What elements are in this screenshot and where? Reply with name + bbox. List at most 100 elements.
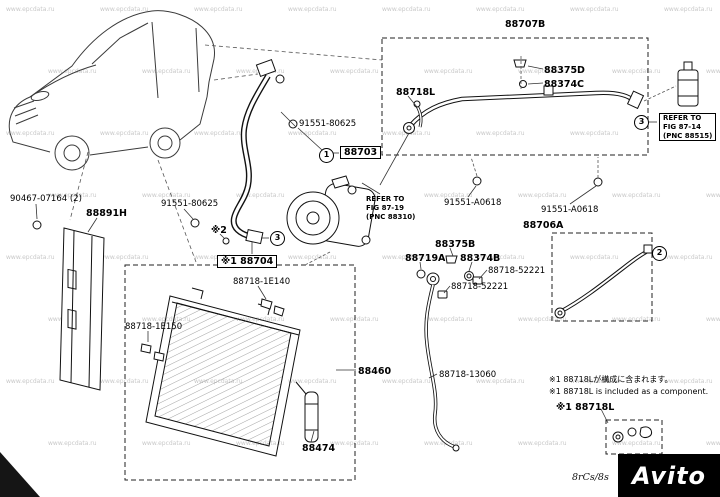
part-label-88375d: 88375D [544,65,585,76]
part-label-88375b: 88375B [435,239,476,250]
bolt-91551-icon [190,218,200,228]
watermark-text: www.epcdata.ru [612,192,661,199]
watermark-text: www.epcdata.ru [476,130,525,137]
watermark-text: www.epcdata.ru [518,316,567,323]
part-label-88719a: 88719A [405,253,446,264]
box-88706a [551,232,653,322]
bolt-90467-icon [32,220,42,230]
pipe-assembly-top [403,85,645,134]
stud-icon [222,237,230,245]
part-label-88891h: 88891H [86,208,128,219]
part-label-88703: 88703 [340,146,382,160]
watermark-text: www.epcdata.ru [382,6,431,13]
watermark-text: www.epcdata.ru [48,440,97,447]
callout-3: 3 [634,115,649,130]
watermark-text: www.epcdata.ru [476,378,525,385]
part-label-88718-13060: 88718-13060 [439,370,497,380]
part-label-91551-a0618: 91551-A0618 [444,198,502,208]
small-part-icons [32,59,653,443]
receiver-drier-88474 [304,391,319,443]
part-label-91551-a0618: 91551-A0618 [541,205,599,215]
clip-88375d-icon [513,59,527,68]
bolt-a0618-icon [593,177,603,187]
watermark-text: www.epcdata.ru [612,316,661,323]
watermark-text: www.epcdata.ru [330,316,379,323]
watermark-text: www.epcdata.ru [288,6,337,13]
watermark-text: www.epcdata.ru [664,6,713,13]
hose-88703-drawing [230,58,285,245]
watermark-text: www.epcdata.ru [6,378,55,385]
watermark-text: www.epcdata.ru [476,254,525,261]
car-dash-leaders [69,44,383,263]
watermark-text: www.epcdata.ru [142,192,191,199]
diagram-code: 8rCs/8s [572,472,609,483]
watermark-text: www.epcdata.ru [570,378,619,385]
watermark-text: www.epcdata.ru [142,440,191,447]
watermark-text: www.epcdata.ru [706,68,720,75]
part-label-91551-80625: 91551-80625 [161,199,219,209]
watermark-text: www.epcdata.ru [142,68,191,75]
callout-3: 3 [270,231,285,246]
marker-note-2: ※2 [211,225,227,236]
part-label-88718l-note: ※1 88718L [556,402,615,413]
watermark-text: www.epcdata.ru [424,316,473,323]
watermark-text: www.epcdata.ru [612,440,661,447]
callout-1: 1 [319,148,334,163]
watermark-text: www.epcdata.ru [382,130,431,137]
watermark-text: www.epcdata.ru [330,68,379,75]
watermark-text: www.epcdata.ru [48,192,97,199]
bolt-88374c-icon [519,80,527,88]
watermark-text: www.epcdata.ru [518,68,567,75]
watermark-text: www.epcdata.ru [6,6,55,13]
bracket-1e140-icon [260,298,273,310]
watermark-text: www.epcdata.ru [100,130,149,137]
watermark-text: www.epcdata.ru [664,254,713,261]
receiver-drier-top [677,61,699,107]
watermark-text: www.epcdata.ru [288,254,337,261]
condenser-drawing [145,287,319,457]
part-label-88704: ※1 88704 [217,255,278,269]
pipe-88718-13060 [424,272,460,452]
leader-lines [35,65,657,443]
clamp-52221-icon [437,290,448,299]
watermark-text: www.epcdata.ru [570,254,619,261]
bracket-88891h-drawing [59,227,105,391]
watermark-text: www.epcdata.ru [570,130,619,137]
avito-logo: Avito [618,454,720,497]
callout-2: 2 [652,246,667,261]
part-label-88374b: 88374B [460,253,501,264]
corner-mark [0,452,40,497]
watermark-text: www.epcdata.ru [612,68,661,75]
part-label-88460: 88460 [358,366,392,377]
part-label-88474: 88474 [302,443,336,454]
footnote-en: ※1 88718L is included as a component. [549,387,709,396]
part-label-91551-80625: 91551-80625 [299,119,357,129]
refer-fig-87-19: REFER TO FIG 87-19 (PNC 88310) [366,195,416,221]
watermark-text: www.epcdata.ru [706,192,720,199]
compressor-drawing [286,175,376,247]
watermark-text: www.epcdata.ru [570,6,619,13]
watermark-text: www.epcdata.ru [518,192,567,199]
refer-fig-87-14: REFER TO FIG 87-14 (PNC 88515) [659,113,717,142]
bracket-1e140-icon [273,305,285,317]
dash-leaders [304,56,677,266]
watermark-text: www.epcdata.ru [288,378,337,385]
part-label-88718-1e140: 88718-1E140 [233,277,291,287]
part-label-88707b: 88707B [505,19,546,30]
bracket-1e150-icon [140,343,152,354]
watermark-text: www.epcdata.ru [100,378,149,385]
watermark-text: www.epcdata.ru [288,130,337,137]
box-88707b [381,37,649,156]
car-sketch [8,10,215,171]
watermark-text: www.epcdata.ru [424,192,473,199]
part-label-88718l-top: 88718L [396,87,436,98]
watermark-text: www.epcdata.ru [236,192,285,199]
avito-logo-text: Avito [631,461,707,490]
part-label-88718-1e150: 88718-1E150 [125,322,183,332]
watermark-text: www.epcdata.ru [142,316,191,323]
box-88718l-parts [605,419,663,455]
watermark-text: www.epcdata.ru [664,378,713,385]
footnote-jp: ※1 88718Lが構成に含まれます。 [549,375,673,384]
watermark-text: www.epcdata.ru [194,130,243,137]
